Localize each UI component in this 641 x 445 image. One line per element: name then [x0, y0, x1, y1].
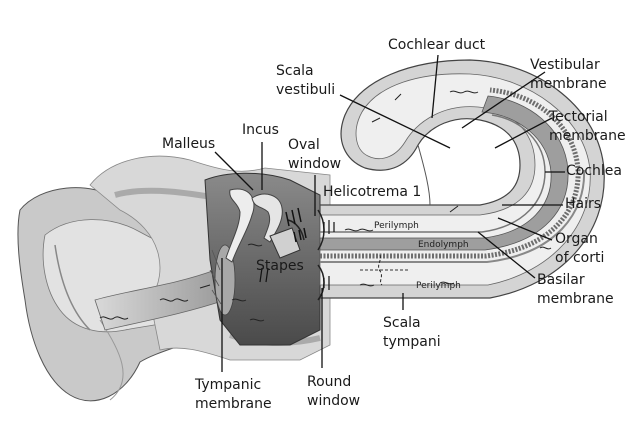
- label-basilar-membrane: Basilar membrane: [537, 272, 614, 307]
- leader-lines: [214, 54, 565, 372]
- label-hairs: Hairs: [565, 196, 602, 212]
- leader-tectorial-membrane: [494, 117, 553, 149]
- leader-organ-of-corti: [497, 217, 553, 241]
- label-incus: Incus: [242, 122, 279, 138]
- leader-basilar-membrane: [477, 231, 536, 279]
- label-malleus: Malleus: [162, 136, 216, 152]
- incus-bone: [251, 193, 283, 243]
- label-cochlea: Cochlea: [566, 163, 622, 179]
- middle-ear: [204, 172, 321, 346]
- tympanic-membrane-shape: [214, 244, 236, 316]
- stapes-bone: [269, 227, 301, 259]
- label-helicotrema: Helicotrema 1: [323, 184, 422, 200]
- label-oval-window: Oval window: [288, 137, 342, 172]
- label-stapes: Stapes: [256, 258, 304, 274]
- label-scala-tympani: Scala tympani: [383, 315, 441, 350]
- label-tectorial-membrane: Tectorial membrane: [549, 109, 626, 144]
- leader-vestibular-membrane: [461, 71, 546, 129]
- label-vestibular-membrane: Vestibular membrane: [530, 57, 607, 92]
- label-perilymph-upper: Perilymph: [374, 221, 419, 231]
- label-endolymph: Endolymph: [418, 240, 469, 250]
- cochlear-duct-band: [319, 95, 569, 251]
- label-cochlear-duct: Cochlear duct: [388, 37, 486, 53]
- label-organ-of-corti: Organ of corti: [555, 231, 605, 266]
- label-scala-vestibuli: Scala vestibuli: [276, 63, 336, 98]
- leader-malleus: [214, 151, 254, 191]
- label-perilymph-lower: Perilymph: [416, 281, 461, 291]
- leader-cochlear-duct: [431, 54, 439, 119]
- label-tympanic-membrane: Tympanic membrane: [195, 377, 272, 412]
- label-round-window: Round window: [307, 374, 361, 409]
- leader-scala-vestibuli: [339, 94, 451, 149]
